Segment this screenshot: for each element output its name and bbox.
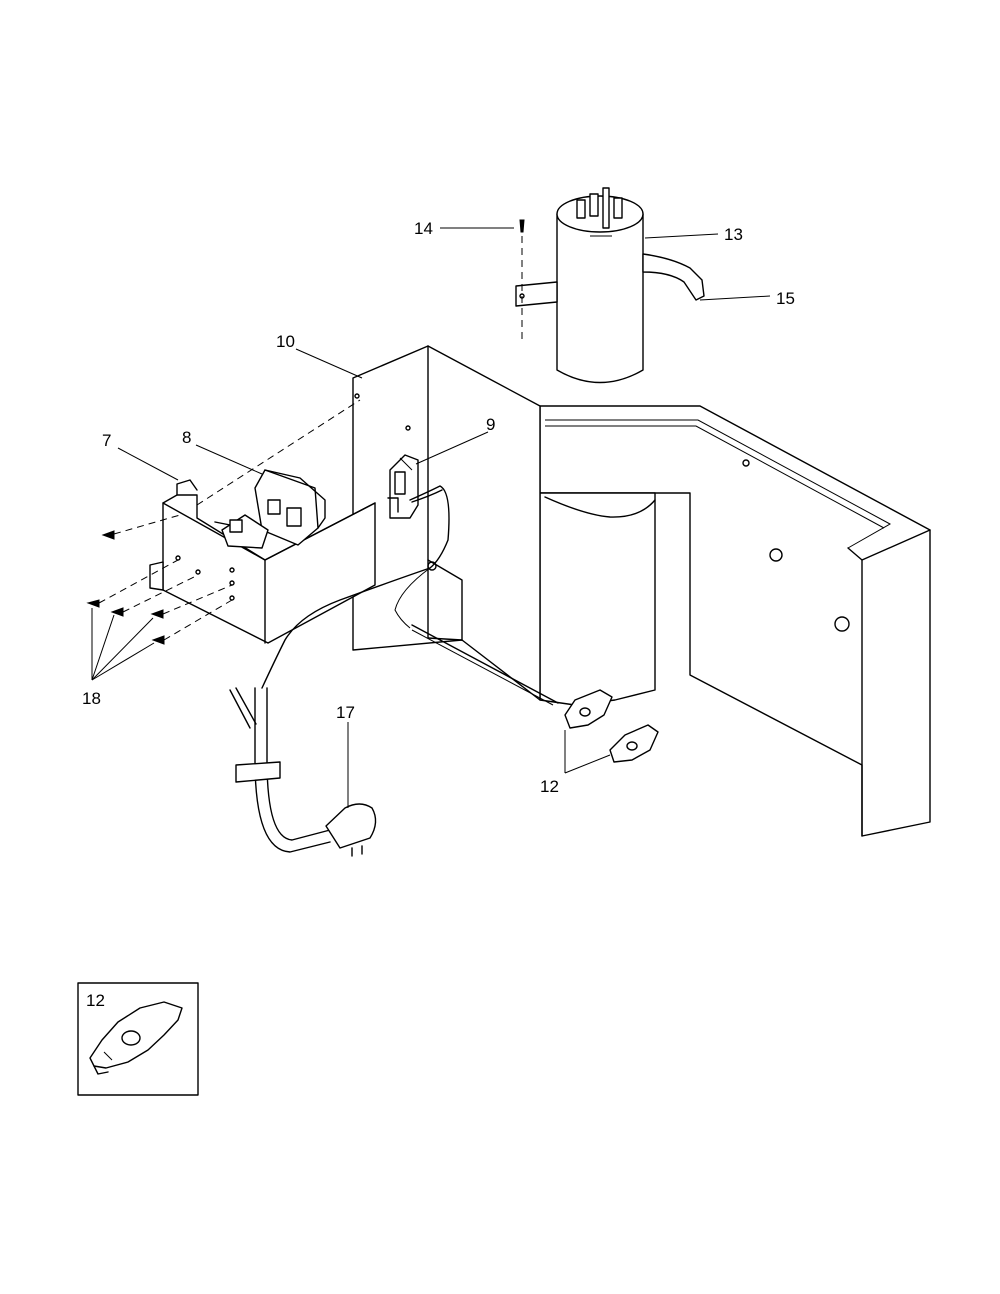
capacitor-screw [519, 219, 525, 340]
retainer-clips [564, 689, 659, 763]
callout-8: 8 [182, 428, 191, 447]
callout-13: 13 [724, 225, 743, 244]
curved-duct [539, 492, 656, 706]
wiring [261, 485, 450, 689]
inset-callout-12: 12 [86, 991, 105, 1010]
thermostat-switch [221, 469, 326, 549]
callout-18: 18 [82, 689, 101, 708]
callout-7: 7 [102, 431, 111, 450]
terminal-connector [387, 454, 419, 519]
callout-10: 10 [276, 332, 295, 351]
capacitor [556, 187, 644, 384]
inset-detail [77, 982, 199, 1096]
callout-15: 15 [776, 289, 795, 308]
callout-17: 17 [336, 703, 355, 722]
callout-12: 12 [540, 777, 559, 796]
leader-lines [91, 227, 771, 808]
callout-9: 9 [486, 415, 495, 434]
capacitor-strap [515, 253, 705, 307]
mounting-screws [86, 399, 361, 645]
control-bracket [352, 345, 541, 701]
callout-14: 14 [414, 219, 433, 238]
power-cord [229, 687, 377, 857]
sensor-rod [411, 624, 559, 706]
control-box [149, 479, 376, 644]
